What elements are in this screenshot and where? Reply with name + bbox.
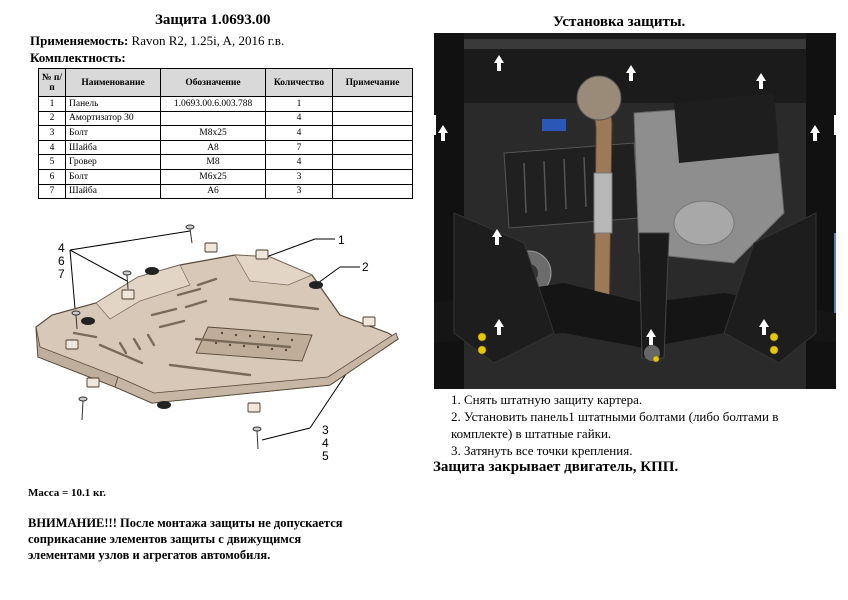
table-row: 7 Шайба А6 3: [38, 183, 413, 200]
mass-label: Масса = 10.1 кг.: [28, 487, 106, 499]
table-header-row: № п/п Наименование Обозначение Количеств…: [38, 68, 413, 97]
installation-title: Установка защиты.: [553, 14, 686, 30]
document-title: Защита 1.0693.00: [155, 12, 271, 28]
table-cell: А6: [160, 183, 266, 200]
table-row: 6 Болт М6х25 3: [38, 168, 413, 185]
column-header: Примечание: [332, 68, 413, 97]
fastening-point-arrows: [434, 55, 836, 345]
callout-number: 7: [58, 267, 65, 281]
table-cell: 4: [265, 110, 333, 127]
skid-plate-drawing: [35, 224, 400, 450]
components-table: № п/п Наименование Обозначение Количеств…: [38, 68, 413, 200]
table-cell: [332, 110, 413, 127]
column-header: Наименование: [65, 68, 161, 97]
table-cell: Болт: [65, 125, 161, 141]
table-cell: 2: [38, 110, 66, 127]
step-line: 2. Установить панель1 штатными болтами (…: [451, 409, 779, 424]
table-row: 5 Гровер М8 4: [38, 154, 413, 170]
callout-number: 3: [322, 423, 329, 437]
table-cell: 3: [265, 183, 333, 200]
table-cell: [332, 183, 413, 200]
applicability-line: Применяемость: Ravon R2, 1.25i, A, 2016 …: [30, 33, 284, 49]
table-cell: 7: [38, 183, 66, 200]
table-cell: [332, 125, 413, 141]
table-cell: М8: [160, 154, 266, 170]
table-cell: 4: [38, 139, 66, 156]
table-cell: [332, 96, 413, 112]
warning-line: соприкасание элементов защиты с движущим…: [28, 532, 302, 546]
table-cell: М6х25: [160, 168, 266, 185]
step-line: 3. Затянуть все точки крепления.: [451, 443, 633, 458]
table-cell: 4: [265, 125, 333, 141]
callout-number-2: 2: [362, 260, 369, 274]
kit-label: Комплектность:: [30, 50, 126, 65]
table-row: 4 Шайба А8 7: [38, 139, 413, 156]
table-cell: 7: [265, 139, 333, 156]
table-cell: 1: [38, 96, 66, 112]
callout-number: 4: [58, 241, 65, 255]
table-row: 2 Амортизатор 30 4: [38, 110, 413, 127]
applicability-label: Применяемость:: [30, 33, 129, 48]
callout-group-bottom: 3 4 5: [322, 424, 329, 463]
table-cell: 1: [265, 96, 333, 112]
installation-steps: 1. Снять штатную защиту картера. 2. Уста…: [451, 392, 778, 460]
table-cell: 3: [38, 125, 66, 141]
installation-photo: [434, 33, 836, 389]
table-row: 1 Панель 1.0693.00.6.003.788 1: [38, 96, 413, 112]
table-cell: Шайба: [65, 139, 161, 156]
table-cell: [332, 168, 413, 185]
warning-line: элементами узлов и агрегатов автомобиля.: [28, 548, 271, 562]
table-cell: [160, 110, 266, 127]
applicability-value: Ravon R2, 1.25i, A, 2016 г.в.: [131, 33, 285, 48]
table-cell: А8: [160, 139, 266, 156]
table-cell: 4: [265, 154, 333, 170]
table-cell: Панель: [65, 96, 161, 112]
table-row: 3 Болт М8х25 4: [38, 125, 413, 141]
callout-number: 4: [322, 436, 329, 450]
table-cell: Болт: [65, 168, 161, 185]
skid-plate-panel: [35, 242, 400, 413]
table-cell: [332, 154, 413, 170]
table-cell: [332, 139, 413, 156]
callout-group-left: 4 6 7: [58, 242, 65, 281]
table-cell: М8х25: [160, 125, 266, 141]
warning-line: ВНИМАНИЕ!!! После монтажа защиты не допу…: [28, 516, 343, 530]
step-line: 1. Снять штатную защиту картера.: [451, 392, 643, 407]
callout-number: 5: [322, 449, 329, 463]
coverage-summary: Защита закрывает двигатель, КПП.: [433, 459, 679, 475]
warning-text: ВНИМАНИЕ!!! После монтажа защиты не допу…: [28, 515, 343, 563]
table-cell: Шайба: [65, 183, 161, 200]
callout-number: 6: [58, 254, 65, 268]
callout-number-1: 1: [338, 233, 345, 247]
table-cell: 3: [265, 168, 333, 185]
column-header: Обозначение: [160, 68, 266, 97]
table-cell: 6: [38, 168, 66, 185]
column-header: Количество: [265, 68, 333, 97]
step-line: комплекте) в штатные гайки.: [451, 426, 612, 441]
table-cell: Амортизатор 30: [65, 110, 161, 127]
table-cell: 5: [38, 154, 66, 170]
fasteners: [71, 224, 262, 450]
table-cell: Гровер: [65, 154, 161, 170]
column-header: № п/п: [38, 68, 66, 97]
table-cell: 1.0693.00.6.003.788: [160, 96, 266, 112]
